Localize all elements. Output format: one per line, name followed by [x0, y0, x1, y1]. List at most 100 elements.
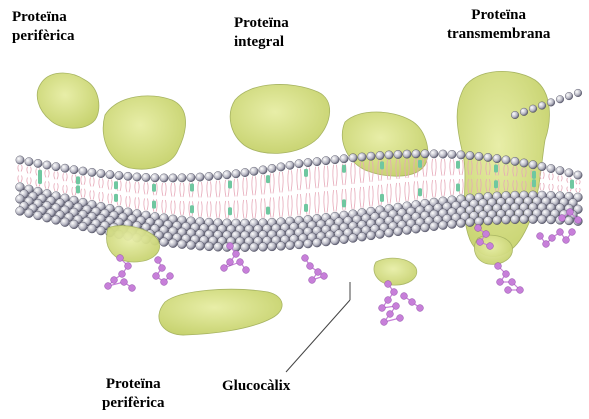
- lipid-tail: [108, 180, 112, 190]
- lipid-tail: [90, 177, 94, 186]
- sugar-unit: [227, 259, 234, 266]
- phospholipid-head: [295, 240, 304, 249]
- phospholipid-head: [484, 216, 493, 225]
- sugar-unit: [385, 281, 392, 288]
- lipid-tail: [315, 192, 319, 214]
- phospholipid-head: [133, 173, 141, 181]
- phospholipid-head: [421, 150, 429, 158]
- sugar-unit: [121, 279, 128, 286]
- cholesterol-mark: [494, 180, 498, 188]
- lipid-tail: [234, 179, 238, 197]
- phospholipid-head: [88, 224, 97, 233]
- sugar-unit: [237, 259, 244, 266]
- lipid-tail: [72, 187, 76, 195]
- cholesterol-mark: [266, 175, 270, 183]
- lipid-tail: [405, 182, 409, 201]
- phospholipid-head: [142, 173, 150, 181]
- phospholipid-head: [286, 241, 295, 250]
- phospholipid-head: [385, 151, 393, 159]
- lipid-tail: [207, 201, 211, 217]
- phospholipid-head: [52, 216, 61, 225]
- lipid-tail: [369, 186, 373, 207]
- phospholipid-head: [70, 165, 78, 173]
- sugar-unit: [155, 257, 162, 264]
- lipid-tail: [144, 182, 148, 194]
- lipid-tail: [171, 183, 175, 197]
- sugar-unit: [495, 263, 502, 270]
- lipid-tail: [324, 191, 328, 212]
- phospholipid-head: [520, 215, 529, 224]
- phospholipid-head: [187, 241, 196, 250]
- phospholipid-head: [565, 92, 573, 100]
- label-line: integral: [234, 33, 289, 52]
- phospholipid-head: [259, 242, 268, 251]
- sugar-unit: [543, 241, 550, 248]
- phospholipid-head: [160, 174, 168, 182]
- sugar-unit: [385, 297, 392, 304]
- label-line: Proteïna: [102, 375, 164, 394]
- lipid-tail: [54, 172, 58, 180]
- phospholipid-head: [178, 174, 186, 182]
- phospholipid-head: [520, 159, 528, 167]
- phospholipid-head: [556, 95, 564, 103]
- sugar-unit: [505, 287, 512, 294]
- cholesterol-mark: [114, 194, 118, 202]
- sugar-unit: [167, 273, 174, 280]
- phospholipid-head: [295, 159, 303, 167]
- phospholipid-head: [547, 164, 555, 172]
- label-line: Proteïna: [12, 8, 74, 27]
- phospholipid-head: [196, 241, 205, 250]
- phospholipid-head: [394, 227, 403, 236]
- phospholipid-head: [322, 237, 331, 246]
- lipid-tail: [45, 181, 49, 188]
- phospholipid-head: [385, 228, 394, 237]
- peripheral-protein-top: [37, 73, 99, 128]
- phospholipid-head: [565, 216, 574, 225]
- lipid-tail: [135, 197, 139, 208]
- phospholipid-head: [511, 215, 520, 224]
- phospholipid-head: [214, 242, 223, 251]
- sugar-unit: [483, 231, 490, 238]
- lipid-tail: [18, 165, 22, 172]
- lipid-tail: [234, 201, 238, 219]
- lipid-tail: [333, 190, 337, 211]
- label-line: perifèrica: [102, 394, 164, 413]
- lipid-tail: [180, 201, 184, 215]
- integral-protein-center: [230, 84, 329, 153]
- sugar-unit: [557, 229, 564, 236]
- lipid-tail: [270, 173, 274, 193]
- sugar-unit: [307, 263, 314, 270]
- lipid-tail: [450, 179, 454, 195]
- cholesterol-mark: [456, 183, 460, 191]
- phospholipid-head: [358, 153, 366, 161]
- phospholipid-head: [250, 243, 259, 252]
- cholesterol-mark: [38, 176, 42, 184]
- phospholipid-head: [430, 150, 438, 158]
- cholesterol-mark: [76, 176, 80, 184]
- phospholipid-head: [358, 232, 367, 241]
- phospholipid-head: [340, 235, 349, 244]
- phospholipid-head: [349, 154, 357, 162]
- lipid-tail: [252, 176, 256, 195]
- lipid-tail: [99, 179, 103, 189]
- integral-protein-bottom-mid: [374, 258, 417, 285]
- sugar-unit: [397, 315, 404, 322]
- phospholipid-head: [466, 218, 475, 227]
- lipid-tail: [351, 163, 355, 184]
- phospholipid-head: [304, 158, 312, 166]
- peripheral-protein-bottom: [159, 289, 282, 335]
- phospholipid-head: [574, 171, 582, 179]
- phospholipid-head: [331, 155, 339, 163]
- lipid-tail: [63, 173, 67, 181]
- phospholipid-head: [556, 166, 564, 174]
- lipid-tail: [270, 197, 274, 217]
- phospholipid-head: [196, 173, 204, 181]
- lipid-tail: [216, 201, 220, 218]
- lipid-tail: [135, 182, 139, 193]
- phospholipid-head: [466, 151, 474, 159]
- lipid-tail: [198, 182, 202, 197]
- phospholipid-head: [232, 170, 240, 178]
- phospholipid-head: [439, 221, 448, 230]
- phospholipid-head: [169, 239, 178, 248]
- label-line: perifèrica: [12, 27, 74, 46]
